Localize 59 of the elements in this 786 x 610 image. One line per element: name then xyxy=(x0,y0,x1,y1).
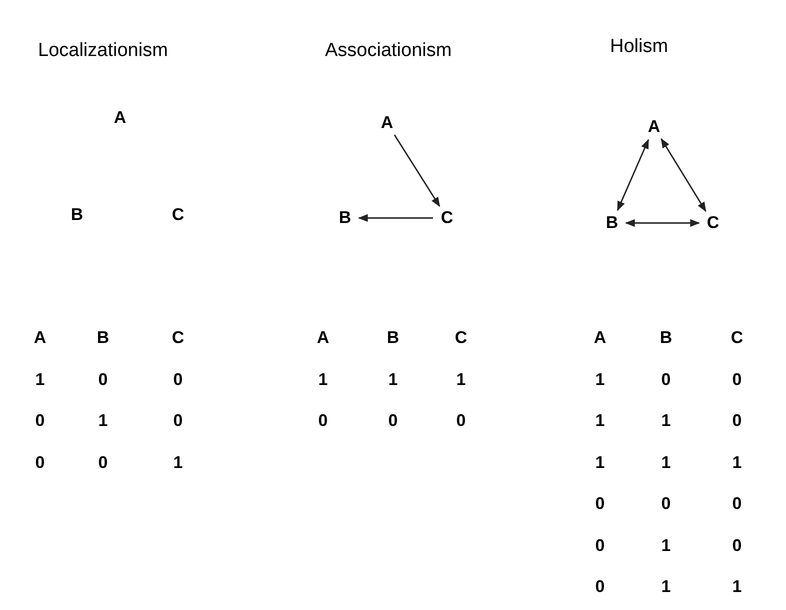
table-value: 0 xyxy=(595,536,605,556)
table-value: 0 xyxy=(98,452,108,472)
column-header: B xyxy=(96,328,110,348)
node-letter: A xyxy=(376,112,398,134)
table-value: 0 xyxy=(173,411,183,431)
node-letter: C xyxy=(702,212,724,234)
table-value: 1 xyxy=(318,370,328,390)
table-value: 1 xyxy=(173,452,183,472)
arrow xyxy=(358,214,433,222)
table-value: 0 xyxy=(456,411,466,431)
column-header: A xyxy=(316,328,330,348)
table-value: 0 xyxy=(732,494,742,514)
table-value: 1 xyxy=(732,452,742,472)
table-value: 1 xyxy=(661,577,671,597)
column-header: A xyxy=(34,328,46,348)
arrow xyxy=(660,138,706,212)
node-letter: C xyxy=(167,204,189,226)
column-header: C xyxy=(172,328,184,348)
panel-title: Localizationism xyxy=(38,40,168,62)
table-value: 0 xyxy=(35,452,45,472)
table-value: 0 xyxy=(661,494,671,514)
node-letter: C xyxy=(436,207,458,229)
arrow xyxy=(394,134,440,207)
table-value: 1 xyxy=(595,411,605,431)
node-letter: A xyxy=(643,116,665,138)
table-value: 1 xyxy=(661,411,671,431)
table-value: 0 xyxy=(732,536,742,556)
node-letter: B xyxy=(66,204,88,226)
table-value: 1 xyxy=(661,452,671,472)
table-value: 1 xyxy=(35,370,45,390)
table-value: 1 xyxy=(661,536,671,556)
column-header: C xyxy=(730,328,744,348)
table-value: 1 xyxy=(595,370,605,390)
panel-title: Associationism xyxy=(325,40,452,62)
column-header: A xyxy=(594,328,606,348)
node-letter: B xyxy=(601,212,623,234)
panel-title: Holism xyxy=(610,36,668,58)
table-value: 1 xyxy=(388,370,398,390)
table-value: 0 xyxy=(661,370,671,390)
table-value: 0 xyxy=(732,370,742,390)
table-value: 0 xyxy=(173,370,183,390)
table-value: 1 xyxy=(732,577,742,597)
node-letter: A xyxy=(109,107,131,129)
arrow xyxy=(616,138,650,212)
table-value: 1 xyxy=(98,411,108,431)
arrow xyxy=(625,219,700,227)
column-header: C xyxy=(454,328,468,348)
table-value: 0 xyxy=(388,411,398,431)
table-value: 1 xyxy=(456,370,466,390)
table-value: 0 xyxy=(318,411,328,431)
node-letter: B xyxy=(334,207,356,229)
table-value: 1 xyxy=(595,452,605,472)
table-value: 0 xyxy=(732,411,742,431)
column-header: B xyxy=(386,328,400,348)
table-value: 0 xyxy=(35,411,45,431)
column-header: B xyxy=(660,328,672,348)
table-value: 0 xyxy=(595,577,605,597)
table-value: 0 xyxy=(98,370,108,390)
table-value: 0 xyxy=(595,494,605,514)
